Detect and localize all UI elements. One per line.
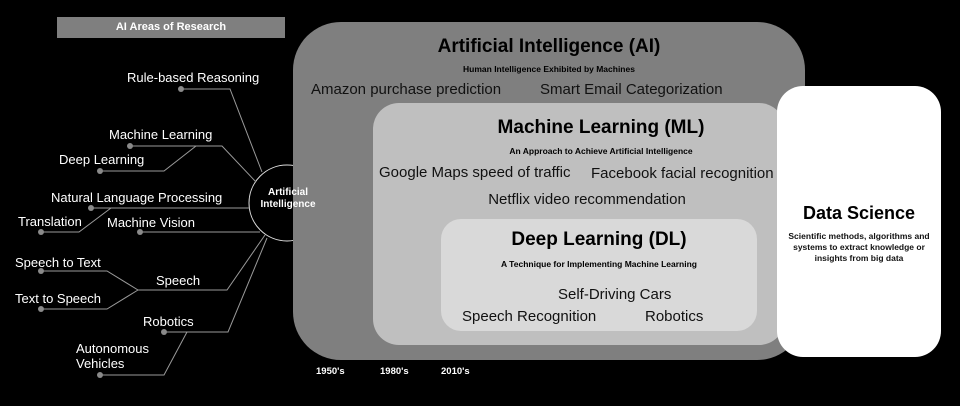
- data-science-box: Data Science Scientific methods, algorit…: [777, 86, 941, 357]
- dl-example: Self-Driving Cars: [558, 286, 672, 303]
- node-dot: [161, 329, 167, 335]
- ai-areas-title: AI Areas of Research: [57, 17, 285, 38]
- node-robotics: Robotics: [143, 314, 194, 329]
- branch-line: [100, 145, 197, 172]
- branch-line: [41, 207, 112, 233]
- node-speech: Speech: [156, 273, 200, 288]
- node-dot: [38, 268, 44, 274]
- node-speech-to-text: Speech to Text: [15, 255, 101, 270]
- center-label-line: Intelligence: [260, 199, 316, 210]
- node-dot: [127, 143, 133, 149]
- ml-example: Netflix video recommendation: [488, 191, 686, 208]
- branch-line: [100, 331, 188, 376]
- ml-example: Google Maps speed of traffic: [379, 164, 571, 181]
- center-label: Artificial Intelligence: [250, 187, 326, 211]
- dl-title: Deep Learning (DL): [511, 229, 687, 250]
- dl-subtitle: A Technique for Implementing Machine Lea…: [501, 259, 697, 269]
- branch-line: [164, 237, 268, 333]
- node-dot: [178, 86, 184, 92]
- node-text-to-speech: Text to Speech: [15, 291, 101, 306]
- ml-subtitle: An Approach to Achieve Artificial Intell…: [509, 146, 693, 156]
- node-vehicles: Vehicles: [76, 356, 125, 371]
- era-label: 2010's: [441, 366, 470, 377]
- node-translation: Translation: [18, 214, 82, 229]
- branch-line: [41, 289, 139, 310]
- node-dot: [97, 372, 103, 378]
- ai-title: Artificial Intelligence (AI): [437, 36, 661, 57]
- node-autonomous: Autonomous: [76, 341, 149, 356]
- ds-description: Scientific methods, algorithms and syste…: [788, 231, 930, 263]
- ds-title: Data Science: [802, 203, 916, 223]
- ai-subtitle: Human Intelligence Exhibited by Machines: [463, 64, 635, 74]
- node-dot: [88, 205, 94, 211]
- branch-line: [130, 145, 257, 183]
- ml-example: Facebook facial recognition: [591, 165, 774, 182]
- ai-example: Amazon purchase prediction: [311, 81, 502, 98]
- era-label: 1950's: [316, 366, 345, 377]
- dl-example: Robotics: [645, 308, 704, 325]
- branch-line: [181, 88, 263, 173]
- node-rule-based-reasoning: Rule-based Reasoning: [127, 70, 259, 85]
- branch-line: [138, 234, 266, 291]
- node-dot: [97, 168, 103, 174]
- center-label-line: Artificial: [267, 187, 308, 198]
- ai-example: Smart Email Categorization: [540, 81, 723, 98]
- dl-box: Deep Learning (DL) A Technique for Imple…: [441, 219, 757, 331]
- node-dot: [38, 306, 44, 312]
- node-dot: [38, 229, 44, 235]
- node-deep-learning: Deep Learning: [59, 152, 144, 167]
- era-label: 1980's: [380, 366, 409, 377]
- dl-example: Speech Recognition: [462, 308, 597, 325]
- branch-line: [41, 270, 139, 291]
- node-machine-vision: Machine Vision: [107, 215, 195, 230]
- node-machine-learning: Machine Learning: [109, 127, 212, 142]
- node-nlp: Natural Language Processing: [51, 190, 222, 205]
- ml-title: Machine Learning (ML): [497, 117, 705, 138]
- node-dot: [137, 229, 143, 235]
